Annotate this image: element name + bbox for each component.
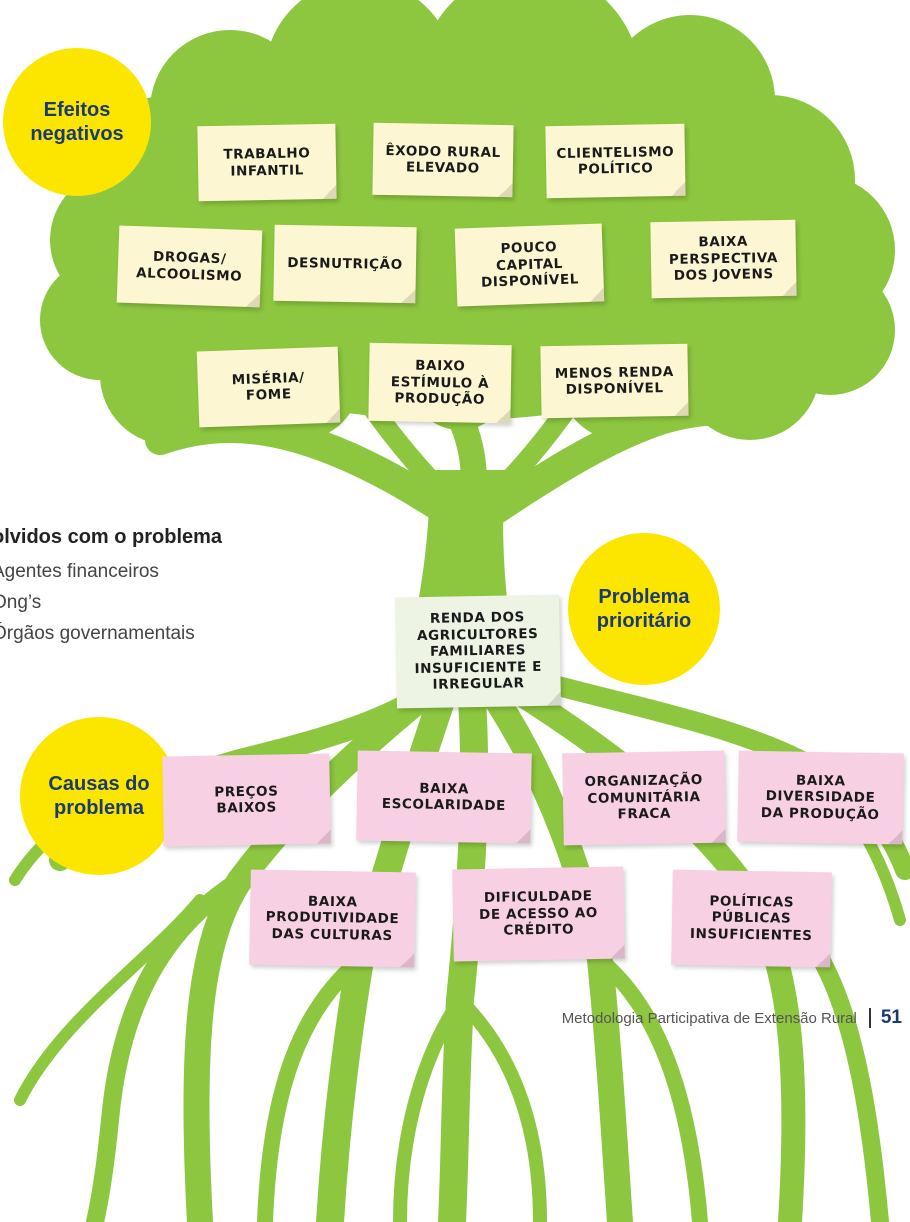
footer-title: Metodologia Participativa de Extensão Ru… — [561, 1009, 857, 1027]
label-efeitos-negativos: Efeitos negativos — [3, 48, 151, 196]
problem-note-renda: RENDA DOS AGRICULTORES FAMILIARES INSUFI… — [395, 594, 561, 709]
cause-note-baixa-diversidade: BAIXA DIVERSIDADE DA PRODUÇÃO — [737, 750, 904, 845]
effect-note-exodo-rural: ÊXODO RURAL ELEVADO — [372, 122, 514, 198]
stakeholder-item: Ong’s — [0, 592, 42, 613]
effect-note-menos-renda: MENOS RENDA DISPONÍVEL — [540, 343, 689, 419]
effect-note-desnutricao: DESNUTRIÇÃO — [273, 224, 417, 304]
cause-note-politicas-publicas: POLÍTICAS PÚBLICAS INSUFICIENTES — [671, 869, 832, 968]
effect-note-pouco-capital: POUCO CAPITAL DISPONÍVEL — [454, 223, 605, 307]
footer-divider — [868, 1008, 871, 1028]
cause-note-baixa-produtividade: BAIXA PRODUTIVIDADE DAS CULTURAS — [249, 869, 416, 968]
page-footer: Metodologia Participativa de Extensão Ru… — [562, 1007, 902, 1029]
stakeholder-item: Agentes financeiros — [0, 561, 159, 582]
effect-note-miseria-fome: MISÉRIA/ FOME — [196, 346, 341, 428]
cause-note-dificuldade-credito: DIFICULDADE DE ACESSO AO CRÉDITO — [452, 866, 625, 962]
effect-note-baixa-perspectiva: BAIXA PERSPECTIVA DOS JOVENS — [650, 219, 797, 299]
stakeholder-item: Órgãos governamentais — [0, 623, 195, 644]
cause-note-baixa-escolaridade: BAIXA ESCOLARIDADE — [356, 750, 532, 844]
stakeholder-list: olvidos com o problema Agentes financeir… — [0, 526, 222, 649]
page-number: 51 — [880, 1007, 902, 1028]
label-causas-do-problema: Causas do problema — [20, 717, 178, 875]
label-problema-prioritario: Problema prioritário — [568, 533, 720, 685]
effect-note-clientelismo: CLIENTELISMO POLÍTICO — [545, 123, 686, 199]
effect-note-drogas: DROGAS/ ALCOOLISMO — [116, 225, 263, 308]
effect-note-baixo-estimulo: BAIXO ESTÍMULO À PRODUÇÃO — [368, 342, 512, 424]
cause-note-precos-baixos: PREÇOS BAIXOS — [162, 753, 331, 847]
effect-note-trabalho-infantil: TRABALHO INFANTIL — [197, 123, 337, 202]
cause-note-organizacao-comunitaria: ORGANIZAÇÃO COMUNITÁRIA FRACA — [562, 750, 726, 846]
stakeholder-title: olvidos com o problema — [0, 526, 223, 548]
